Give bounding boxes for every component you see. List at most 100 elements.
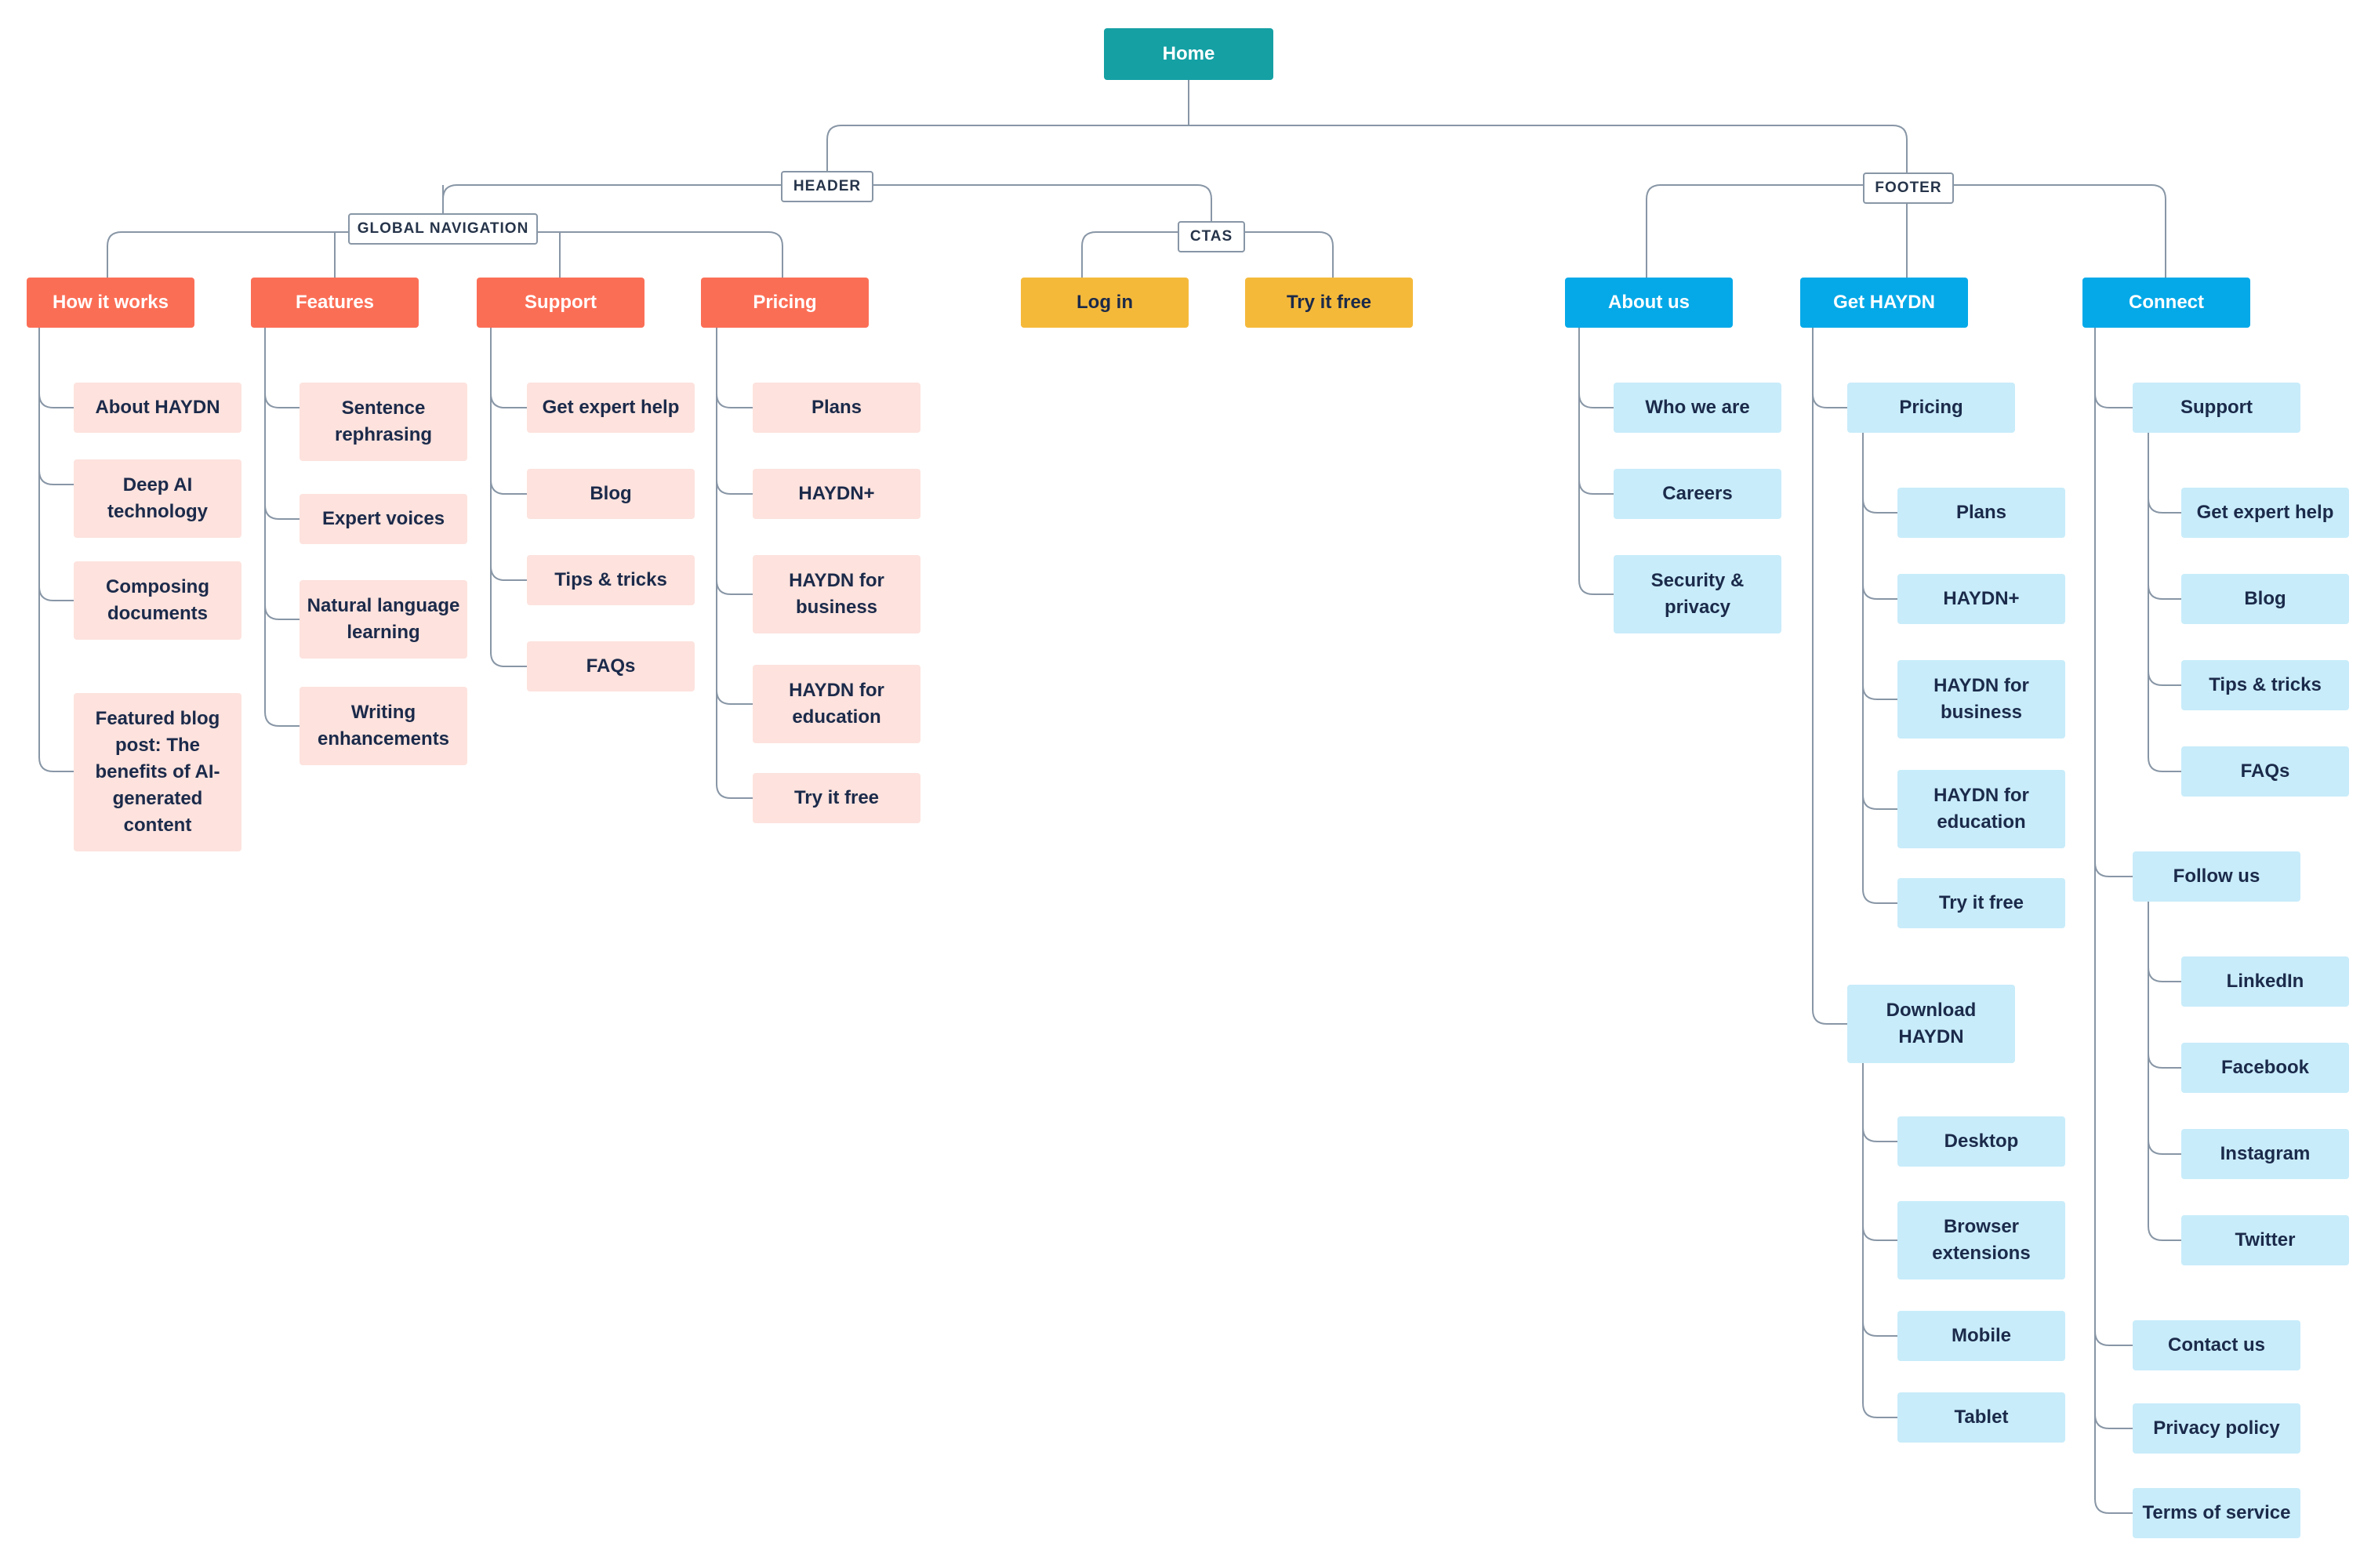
- node-footer-faqs: FAQs: [2181, 746, 2349, 797]
- spine-how-it-works-branch: [38, 586, 74, 601]
- node-haydn-for-business: HAYDN for business: [753, 555, 920, 633]
- node-footer-haydn-for-education: HAYDN for education: [1897, 770, 2065, 848]
- spine-support-branch: [490, 393, 527, 408]
- spine-footer-pricing-branch: [1862, 584, 1897, 600]
- spine-footer-pricing-branch: [1862, 498, 1897, 514]
- spine-pricing-branch: [716, 689, 753, 705]
- spine-footer-pricing-branch: [1862, 888, 1897, 904]
- spine-about-us-branch: [1578, 479, 1614, 495]
- spine-about-us-branch: [1578, 579, 1614, 595]
- spine-about-us-branch: [1578, 393, 1614, 408]
- tag-global-navigation: GLOBAL NAVIGATION: [348, 213, 538, 245]
- spine-follow-us-branch: [2148, 1139, 2181, 1155]
- node-footer-tips-tricks: Tips & tricks: [2181, 660, 2349, 710]
- spine-pricing-branch: [716, 479, 753, 495]
- node-about-us: About us: [1565, 278, 1733, 328]
- node-tablet: Tablet: [1897, 1392, 2065, 1443]
- node-pricing: Pricing: [701, 278, 869, 328]
- spine-pricing-branch: [716, 783, 753, 799]
- spine-footer-support-branch: [2148, 498, 2181, 514]
- spine-how-it-works-branch: [38, 393, 74, 408]
- node-deep-ai-technology: Deep AI technology: [74, 459, 241, 538]
- spine-connect-branch: [2094, 393, 2133, 408]
- spine-how-it-works-branch: [38, 757, 74, 772]
- node-try-it-free: Try it free: [753, 773, 920, 823]
- node-footer-blog: Blog: [2181, 574, 2349, 624]
- node-facebook: Facebook: [2181, 1043, 2349, 1093]
- tag-header: HEADER: [781, 171, 873, 202]
- node-composing-documents: Composing documents: [74, 561, 241, 640]
- spine-features-branch: [264, 711, 300, 727]
- node-follow-us: Follow us: [2133, 851, 2300, 902]
- node-faqs: FAQs: [527, 641, 695, 691]
- node-haydn-plus: HAYDN+: [753, 469, 920, 519]
- spine-connect-branch: [2094, 1414, 2133, 1429]
- spine-footer-support-branch: [2148, 670, 2181, 686]
- spine-download-branch: [1862, 1403, 1897, 1418]
- node-careers: Careers: [1614, 469, 1781, 519]
- node-contact-us: Contact us: [2133, 1320, 2300, 1370]
- node-terms-of-service: Terms of service: [2133, 1488, 2300, 1538]
- node-blog: Blog: [527, 469, 695, 519]
- node-footer-haydn-for-business: HAYDN for business: [1897, 660, 2065, 739]
- tag-footer: FOOTER: [1863, 172, 1954, 204]
- node-twitter: Twitter: [2181, 1215, 2349, 1265]
- node-tips-tricks: Tips & tricks: [527, 555, 695, 605]
- spine-pricing-branch: [716, 579, 753, 595]
- node-footer-try-it-free: Try it free: [1897, 878, 2065, 928]
- node-desktop: Desktop: [1897, 1116, 2065, 1167]
- spine-support-branch: [490, 652, 527, 667]
- spine-footer-pricing-branch: [1862, 684, 1897, 700]
- node-mobile: Mobile: [1897, 1311, 2065, 1361]
- node-support: Support: [477, 278, 644, 328]
- node-footer-plans: Plans: [1897, 488, 2065, 538]
- spine-connect-branch: [2094, 1330, 2133, 1346]
- node-privacy-policy: Privacy policy: [2133, 1403, 2300, 1454]
- spine-features-branch: [264, 604, 300, 620]
- node-footer-support: Support: [2133, 383, 2300, 433]
- node-writing-enhancements: Writing enhancements: [300, 687, 467, 765]
- node-footer-get-expert-help: Get expert help: [2181, 488, 2349, 538]
- spine-footer-pricing-branch: [1862, 794, 1897, 810]
- spine-follow-us-branch: [2148, 967, 2181, 982]
- spine-follow-us-branch: [2148, 1225, 2181, 1241]
- spine-connect-branch: [2094, 862, 2133, 877]
- node-get-haydn: Get HAYDN: [1800, 278, 1968, 328]
- spine-features-branch: [264, 393, 300, 408]
- node-connect: Connect: [2082, 278, 2250, 328]
- node-log-in: Log in: [1021, 278, 1189, 328]
- node-how-it-works: How it works: [27, 278, 194, 328]
- tag-ctas: CTAS: [1178, 221, 1245, 252]
- node-cta-try-it-free: Try it free: [1245, 278, 1413, 328]
- bus-home: [826, 125, 1908, 171]
- node-browser-extensions: Browser extensions: [1897, 1201, 2065, 1279]
- spine-download-branch: [1862, 1225, 1897, 1241]
- node-sentence-rephrasing: Sentence rephrasing: [300, 383, 467, 461]
- spine-get-haydn-branch: [1812, 393, 1847, 408]
- node-expert-voices: Expert voices: [300, 494, 467, 544]
- spine-follow-us-branch: [2148, 1053, 2181, 1069]
- spine-connect-branch: [2094, 1498, 2133, 1514]
- node-linkedin: LinkedIn: [2181, 956, 2349, 1007]
- spine-download-branch: [1862, 1321, 1897, 1337]
- node-features: Features: [251, 278, 419, 328]
- node-instagram: Instagram: [2181, 1129, 2349, 1179]
- spine-how-it-works-branch: [38, 470, 74, 485]
- spine-support-branch: [490, 479, 527, 495]
- node-who-we-are: Who we are: [1614, 383, 1781, 433]
- node-footer-pricing: Pricing: [1847, 383, 2015, 433]
- spine-features-branch: [264, 504, 300, 520]
- spine-footer-support-branch: [2148, 584, 2181, 600]
- spine-pricing-branch: [716, 393, 753, 408]
- node-natural-language-learning: Natural language learning: [300, 580, 467, 659]
- node-plans: Plans: [753, 383, 920, 433]
- node-security-privacy: Security & privacy: [1614, 555, 1781, 633]
- node-footer-haydn-plus: HAYDN+: [1897, 574, 2065, 624]
- spine-footer-support-branch: [2148, 757, 2181, 772]
- spine-support-branch: [490, 565, 527, 581]
- node-featured-blog-post: Featured blog post: The benefits of AI-g…: [74, 693, 241, 851]
- node-about-haydn: About HAYDN: [74, 383, 241, 433]
- node-download-haydn: Download HAYDN: [1847, 985, 2015, 1063]
- node-home: Home: [1104, 28, 1273, 80]
